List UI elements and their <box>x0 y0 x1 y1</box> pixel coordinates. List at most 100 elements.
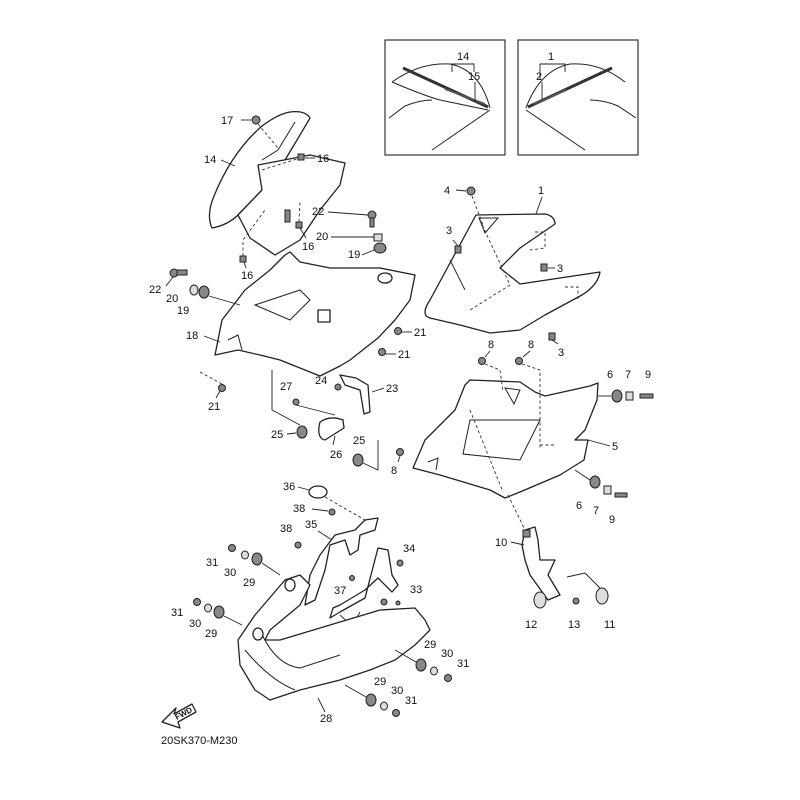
callout-17: 17 <box>221 115 233 127</box>
grommet-icon-11 <box>595 587 609 605</box>
callout-11: 11 <box>604 619 615 631</box>
collar-icon <box>430 666 438 676</box>
bolt-icon <box>466 186 476 196</box>
collar-icon <box>603 485 612 495</box>
callout-2: 2 <box>536 71 542 83</box>
hardware-29-30-31-b: 31 30 29 <box>171 598 243 640</box>
callout-12: 12 <box>525 619 537 631</box>
collar-icon <box>189 284 199 296</box>
collar-icon <box>204 603 212 613</box>
callout-9: 9 <box>645 369 651 381</box>
callout-22: 22 <box>312 206 324 218</box>
screw-icon <box>218 384 226 392</box>
grommet-icon <box>373 242 387 254</box>
hardware-29-30-31-d: 29 30 31 <box>344 676 417 717</box>
callout-25: 25 <box>271 429 283 441</box>
grommet-icon <box>365 693 377 707</box>
bolt-icon <box>328 508 336 516</box>
callout-34: 34 <box>403 543 415 555</box>
callout-31: 31 <box>405 695 417 707</box>
nut-icon <box>395 600 401 606</box>
part-18-inner-panel-left <box>214 251 416 377</box>
stripe-emblem-right <box>533 89 567 105</box>
cowl-edge-left <box>391 81 489 111</box>
grommet-icon <box>415 658 427 672</box>
clip-icon <box>454 245 462 254</box>
callout-16: 16 <box>302 241 314 253</box>
part-8-screws: 8 8 8 <box>391 339 541 477</box>
callout-29: 29 <box>205 628 217 640</box>
grommet-icon-12 <box>533 591 547 609</box>
callout-6: 6 <box>576 500 582 512</box>
part-35-stay: 36 38 38 35 37 <box>280 481 379 606</box>
screw-icon <box>572 597 580 605</box>
part-14-side-cowl-upper-left <box>208 110 346 256</box>
callout-21: 21 <box>208 401 220 413</box>
callout-1-inset: 1 <box>548 51 554 63</box>
grommet-icon <box>296 425 308 439</box>
part-17-bolt: 17 <box>221 115 279 149</box>
bolt-icon <box>392 709 400 717</box>
mount-bracket <box>317 309 331 323</box>
callout-5: 5 <box>612 441 618 453</box>
callout-13: 13 <box>568 619 580 631</box>
callout-30: 30 <box>391 685 403 697</box>
hardware-25-26-27: 27 26 25 25 <box>271 370 379 471</box>
grommet-icon <box>239 255 247 263</box>
bolt-icon <box>396 559 404 567</box>
callout-1: 1 <box>538 185 544 197</box>
callout-3: 3 <box>557 263 563 275</box>
part-5-side-cowl-lower <box>412 379 599 499</box>
callout-14: 14 <box>457 51 469 63</box>
part-26-plate <box>318 417 345 441</box>
bolt-icon <box>444 674 452 682</box>
bolt-icon <box>294 541 302 549</box>
callout-6: 6 <box>607 369 613 381</box>
hardware-6-7-9-upper: 6 7 9 <box>598 369 654 403</box>
diagram-code: 20SK370-M230 <box>161 735 237 747</box>
grommet-icon <box>251 552 263 566</box>
callout-21: 21 <box>414 327 426 339</box>
callout-7: 7 <box>593 505 599 517</box>
hardware-6-7-9-lower: 6 7 9 <box>574 469 628 526</box>
callout-20: 20 <box>166 293 178 305</box>
callout-26: 26 <box>330 449 342 461</box>
clip-icon <box>548 332 556 341</box>
callout-14: 14 <box>204 154 216 166</box>
collar-icon <box>241 550 249 560</box>
callout-16: 16 <box>241 270 253 282</box>
callout-21: 21 <box>398 349 410 361</box>
inset-left-stripe: 14 15 <box>384 39 506 156</box>
callout-27: 27 <box>280 381 292 393</box>
inset-frame-left <box>384 39 506 156</box>
forward-direction-arrow: FWD <box>161 703 197 729</box>
callout-35: 35 <box>305 519 317 531</box>
callout-36: 36 <box>283 481 295 493</box>
callout-19: 19 <box>177 305 189 317</box>
bolt-icon <box>193 598 201 606</box>
inset-frame-right <box>517 39 639 156</box>
callout-18: 18 <box>186 330 198 342</box>
callout-8: 8 <box>391 465 397 477</box>
callout-3: 3 <box>558 347 564 359</box>
bolt-icon <box>639 393 654 399</box>
cowl-outline-right <box>525 63 626 109</box>
screw-icon <box>378 348 386 356</box>
part-28-under-cowl <box>237 574 431 701</box>
callout-19: 19 <box>348 249 360 261</box>
clip-icon <box>540 263 548 272</box>
callout-29: 29 <box>424 639 436 651</box>
hardware-29-30-31-a: 31 30 29 <box>206 544 281 589</box>
hardware-19-20-22-left: 22 20 19 <box>149 268 241 317</box>
grommet-icon <box>295 221 303 229</box>
callout-31: 31 <box>171 607 183 619</box>
callout-15: 15 <box>468 71 480 83</box>
screw-icon <box>394 327 402 335</box>
bolt-icon <box>334 383 342 391</box>
callout-29: 29 <box>243 577 255 589</box>
callout-10: 10 <box>495 537 507 549</box>
callout-25: 25 <box>353 435 365 447</box>
collar-icon <box>625 391 634 401</box>
